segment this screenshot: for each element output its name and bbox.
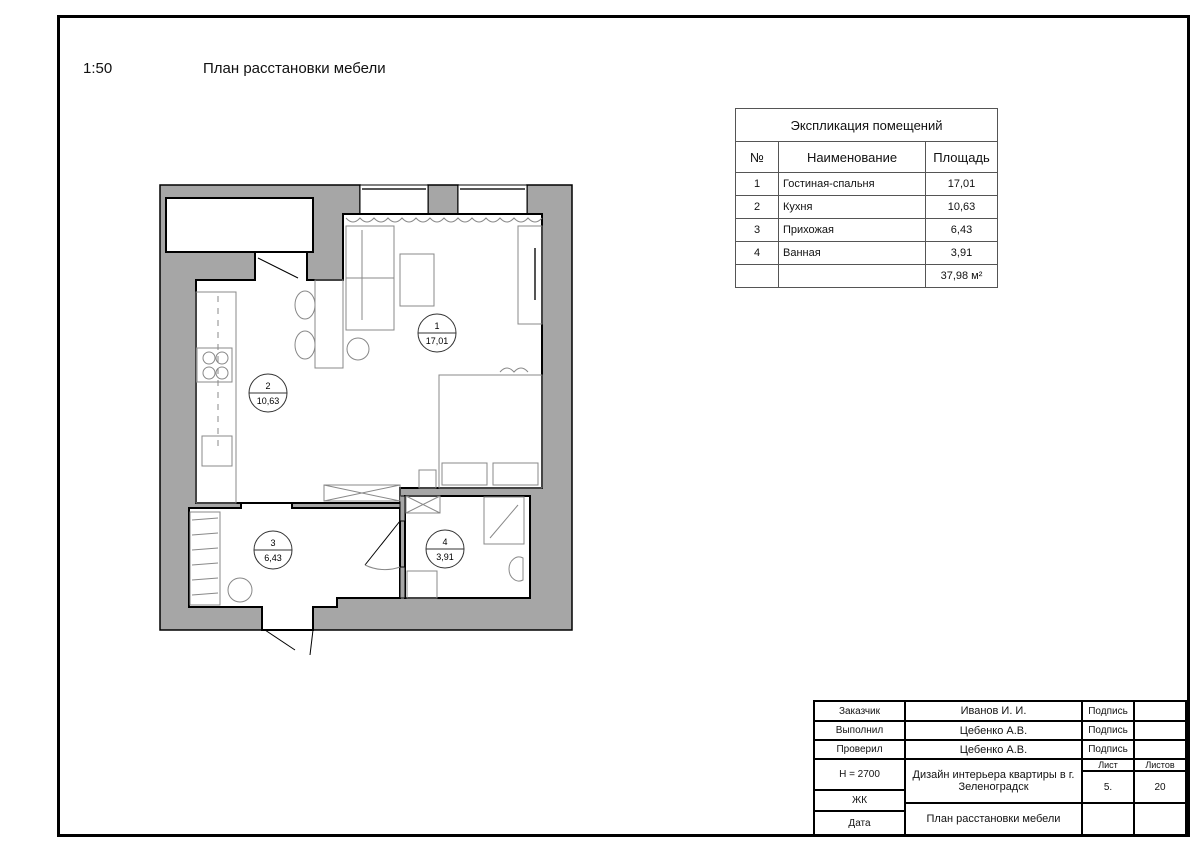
room-area: 10,63 bbox=[257, 396, 280, 406]
date-label: Дата bbox=[813, 810, 906, 836]
sheets-label: Листов bbox=[1133, 758, 1187, 772]
room-area: 6,43 bbox=[264, 553, 282, 563]
sheet-number: 5. bbox=[1081, 770, 1135, 804]
room-number: 1 bbox=[434, 321, 439, 331]
total-area: 37,98 м² bbox=[925, 264, 998, 288]
room-number: 2 bbox=[265, 381, 270, 391]
total-row: 37,98 м² bbox=[735, 264, 998, 288]
sheet-title: План расстановки мебели bbox=[904, 802, 1083, 836]
balcony bbox=[165, 197, 314, 253]
scale-label: 1:50 bbox=[83, 60, 113, 77]
customer-label: Заказчик bbox=[813, 700, 906, 722]
col-number: № bbox=[735, 141, 779, 173]
signature-label: Подпись bbox=[1081, 739, 1135, 760]
sheet-label: Лист bbox=[1081, 758, 1135, 772]
col-area: Площадь bbox=[925, 141, 998, 173]
signature-label: Подпись bbox=[1081, 720, 1135, 741]
room-marker-4: 43,91 bbox=[425, 529, 465, 569]
room-explication-table: Экспликация помещений № Наименование Пло… bbox=[735, 108, 998, 288]
complex-label: ЖК bbox=[813, 789, 906, 812]
drawing-frame bbox=[57, 15, 1190, 837]
hallway-area bbox=[188, 502, 401, 631]
signature-label: Подпись bbox=[1081, 700, 1135, 722]
room-number: 3 bbox=[270, 538, 275, 548]
project-title: Дизайн интерьера квартиры в г. Зеленогра… bbox=[904, 758, 1083, 804]
furniture bbox=[189, 217, 543, 656]
checker-value: Цебенко А.В. bbox=[904, 739, 1083, 760]
room-marker-2: 210,63 bbox=[248, 373, 288, 413]
drawing-title: План расстановки мебели bbox=[203, 60, 386, 77]
room-number: 4 bbox=[442, 537, 447, 547]
room-marker-3: 36,43 bbox=[253, 530, 293, 570]
performer-label: Выполнил bbox=[813, 720, 906, 741]
bathroom-area bbox=[404, 495, 531, 599]
sheets-count: 20 bbox=[1133, 770, 1187, 804]
ceiling-height: H = 2700 bbox=[813, 758, 906, 791]
room-marker-1: 117,01 bbox=[417, 313, 457, 353]
customer-value: Иванов И. И. bbox=[904, 700, 1083, 722]
col-name: Наименование bbox=[778, 141, 926, 173]
explication-title: Экспликация помещений bbox=[735, 108, 998, 142]
checker-label: Проверил bbox=[813, 739, 906, 760]
room-area: 3,91 bbox=[436, 552, 454, 562]
room-area: 17,01 bbox=[426, 336, 449, 346]
performer-value: Цебенко А.В. bbox=[904, 720, 1083, 741]
